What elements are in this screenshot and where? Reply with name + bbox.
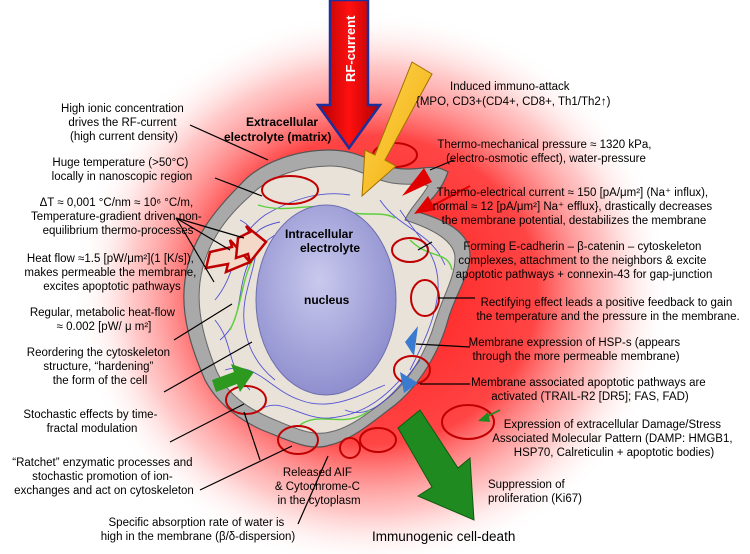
hsp-marker — [405, 326, 418, 356]
pointer-lines — [163, 124, 475, 525]
label-absorption-rate: Specific absorption rate of water is hig… — [101, 517, 296, 543]
label-cadherin-complexes: Forming E-cadherin – β-catenin – cytoske… — [456, 241, 713, 281]
nucleus-label: nucleus — [304, 293, 350, 307]
apoptotic-marker — [400, 372, 418, 393]
label-ratchet-processes: “Ratchet” enzymatic processes and stocha… — [12, 457, 195, 497]
label-thermo-mechanical-pressure: Thermo-mechanical pressure ≈ 1320 kPa, (… — [437, 139, 654, 165]
label-released-aif: Released AIF & Cytochrome-C in the cytop… — [275, 467, 363, 507]
current-arrow — [414, 196, 436, 214]
label-cytoskeleton: Reordering the cytoskeleton structure, “… — [27, 347, 173, 387]
label-thermo-electrical-current: Thermo-electrical current ≈ 150 [pA/μm²]… — [433, 187, 716, 227]
heat-flow-arrow-1 — [204, 239, 253, 275]
immunogenic-death-arrow — [397, 409, 475, 521]
label-stochastic-effects: Stochastic effects by time- fractal modu… — [23, 409, 160, 435]
damp-arrow-head — [478, 412, 490, 422]
label-rectifying-effect: Rectifying effect leads a positive feedb… — [476, 297, 739, 323]
intracellular-label: Intracellular electrolyte — [285, 227, 360, 255]
rf-current-arrow — [315, 0, 383, 151]
label-suppression: Suppression of proliferation (Ki67) — [488, 479, 582, 505]
label-immunogenic-cell-death: Immunogenic cell-death — [372, 529, 515, 544]
heat-flow-arrow-2 — [234, 225, 268, 265]
label-apoptotic-pathways: Membrane associated apoptotic pathways a… — [471, 377, 709, 403]
label-ionic-concentration: High ionic concentration drives the RF-c… — [61, 103, 187, 143]
extracellular-label: Extracellular electrolyte (matrix) — [224, 115, 331, 144]
current-arrow-tail — [431, 185, 471, 207]
label-immuno-attack: Induced immuno-attack {MPO, CD3+(CD4+, C… — [416, 81, 611, 108]
label-damp-expression: Expression of extracellular Damage/Stres… — [492, 419, 736, 459]
label-metabolic-heat-flow: Regular, metabolic heat-flow ≈ 0.002 [pW… — [30, 307, 178, 333]
label-hsp-expression: Membrane expression of HSP-s (appears th… — [469, 337, 684, 363]
cytoskeleton-arrow — [212, 364, 254, 392]
label-temperature-gradient: ΔT ≈ 0,001 °C/nm ≈ 10⁶ °C/m, Temperature… — [31, 197, 205, 237]
pressure-arrow — [402, 168, 432, 196]
label-huge-temperature: Huge temperature (>50°C) locally in nano… — [52, 157, 193, 183]
nucleus — [255, 204, 397, 396]
rf-current-label: RF-current — [343, 15, 358, 82]
label-heat-flow: Heat flow ≈1.5 [pW/μm²](1 [K/s]), makes … — [24, 253, 199, 293]
immuno-attack-arrow — [361, 61, 433, 198]
